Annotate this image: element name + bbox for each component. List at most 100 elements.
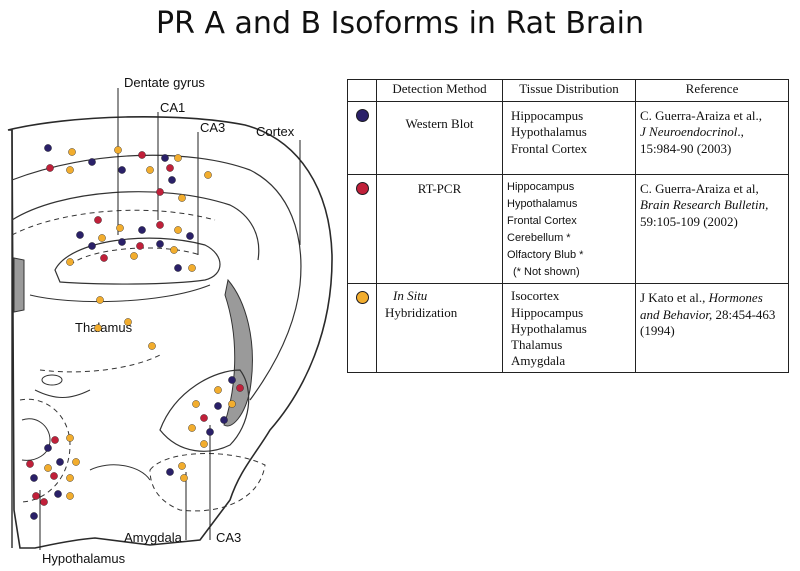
in-situ-dot <box>96 296 104 304</box>
table-row-western-blot: Western Blot Hippocampus Hypothalamus Fr… <box>347 101 789 175</box>
western-blot-dot <box>166 468 174 476</box>
rat-brain-diagram: Dentate gyrus CA1 CA3 Cortex Thalamus Am… <box>7 75 333 566</box>
in-situ-dot <box>188 264 196 272</box>
rt-pcr-dot <box>100 254 108 262</box>
reference-rt-pcr: C. Guerra-Araiza et al, Brain Research B… <box>635 173 789 285</box>
western-blot-dot <box>54 490 62 498</box>
method-western-blot: Western Blot <box>376 101 503 175</box>
in-situ-dot <box>170 246 178 254</box>
western-blot-dot <box>138 226 146 234</box>
header-marker <box>347 79 377 102</box>
in-situ-dot <box>192 400 200 408</box>
table-header-row: Detection Method Tissue Distribution Ref… <box>347 79 789 102</box>
western-blot-dot <box>156 240 164 248</box>
rt-pcr-dot <box>156 188 164 196</box>
in-situ-dot <box>66 492 74 500</box>
method-in-situ: In Situ Hybridization <box>376 283 503 373</box>
western-blot-dot <box>118 238 126 246</box>
isoform-table: Detection Method Tissue Distribution Ref… <box>347 79 789 373</box>
footnote-not-shown: (* Not shown) <box>513 266 580 279</box>
in-situ-dot <box>44 464 52 472</box>
brain-outline <box>7 115 333 549</box>
western-blot-dot <box>206 428 214 436</box>
in-situ-dot <box>178 194 186 202</box>
label-ca3-top: CA3 <box>200 120 225 135</box>
rt-pcr-dot <box>166 164 174 172</box>
in-situ-dot <box>174 226 182 234</box>
reference-western-blot: C. Guerra-Araiza et al., J Neuroendocrin… <box>635 101 789 175</box>
tissue-item: Olfactory Blub * <box>507 249 584 262</box>
in-situ-dot <box>66 166 74 174</box>
in-situ-dot <box>214 386 222 394</box>
label-ca1: CA1 <box>160 100 185 115</box>
marker-dots <box>26 144 244 520</box>
tissue-item: Hippocampus <box>507 181 575 193</box>
in-situ-dot <box>130 252 138 260</box>
in-situ-dot <box>72 458 80 466</box>
header-method: Detection Method <box>376 79 503 102</box>
in-situ-dot <box>116 224 124 232</box>
header-reference: Reference <box>635 79 789 102</box>
in-situ-dot <box>98 234 106 242</box>
western-blot-dot <box>228 376 236 384</box>
in-situ-dot <box>174 154 182 162</box>
label-amygdala: Amygdala <box>124 530 183 545</box>
rt-pcr-dot <box>136 242 144 250</box>
rt-pcr-dot <box>236 384 244 392</box>
rt-pcr-dot <box>46 164 54 172</box>
table-row-in-situ: In Situ Hybridization Isocortex Hippocam… <box>347 283 789 373</box>
western-blot-dot <box>30 512 38 520</box>
in-situ-dot <box>94 324 102 332</box>
in-situ-dot <box>66 434 74 442</box>
red-dot-icon <box>355 182 369 195</box>
label-ca3-bottom: CA3 <box>216 530 241 545</box>
rt-pcr-dot <box>138 151 146 159</box>
rt-pcr-dot <box>51 436 59 444</box>
label-cortex: Cortex <box>256 124 295 139</box>
western-blot-dot <box>56 458 64 466</box>
tissue-item: Hippocampus <box>511 304 584 320</box>
label-dentate-gyrus: Dentate gyrus <box>124 75 205 90</box>
tissue-in-situ: Isocortex Hippocampus Hypothalamus Thala… <box>502 283 636 373</box>
in-situ-dot <box>66 474 74 482</box>
rt-pcr-dot <box>26 460 34 468</box>
tissue-item: Hypothalamus <box>511 124 587 140</box>
tissue-item: Frontal Cortex <box>511 140 588 156</box>
tissue-item: Frontal Cortex <box>507 215 577 228</box>
method-rt-pcr: RT-PCR <box>376 173 503 285</box>
page-title: PR A and B Isoforms in Rat Brain <box>156 6 644 41</box>
western-blot-dot <box>174 264 182 272</box>
reference-in-situ: J Kato et al., Hormones and Behavior, 28… <box>635 283 789 373</box>
in-situ-dot <box>200 440 208 448</box>
tissue-western-blot: Hippocampus Hypothalamus Frontal Cortex <box>502 101 636 175</box>
western-blot-dot <box>88 242 96 250</box>
yellow-dot-icon <box>355 291 369 305</box>
in-situ-dot <box>68 148 76 156</box>
western-blot-dot <box>44 444 52 452</box>
tissue-item: Isocortex <box>511 288 560 304</box>
western-blot-dot <box>118 166 126 174</box>
western-blot-dot <box>44 144 52 152</box>
western-blot-dot <box>220 416 228 424</box>
tissue-item: Hippocampus <box>511 108 584 123</box>
in-situ-dot <box>114 146 122 154</box>
hatched-region <box>223 278 253 427</box>
tissue-item: Thalamus <box>511 337 563 353</box>
tissue-item: Amygdala <box>511 353 566 369</box>
tissue-rt-pcr: Hippocampus Hypothalamus Frontal Cortex … <box>502 173 636 285</box>
tissue-item: Hypothalamus <box>507 198 578 211</box>
tissue-item: Cerebellum * <box>507 232 571 245</box>
in-situ-dot <box>180 474 188 482</box>
western-blot-dot <box>76 231 84 239</box>
in-situ-dot <box>124 318 132 326</box>
in-situ-dot <box>188 424 196 432</box>
rt-pcr-dot <box>40 498 48 506</box>
rt-pcr-dot <box>94 216 102 224</box>
in-situ-dot <box>178 462 186 470</box>
header-tissue: Tissue Distribution <box>502 79 636 102</box>
dark-blue-dot-icon <box>355 109 369 122</box>
label-thalamus: Thalamus <box>75 320 133 335</box>
label-hypothalamus: Hypothalamus <box>42 551 126 566</box>
western-blot-dot <box>161 154 169 162</box>
rt-pcr-dot <box>200 414 208 422</box>
